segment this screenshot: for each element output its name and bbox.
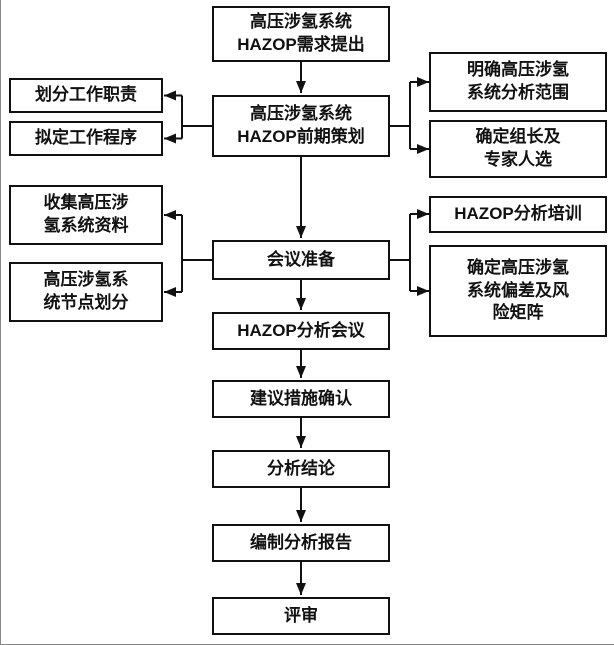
flow-node-measures-confirm: 建议措施确认 bbox=[212, 380, 390, 418]
flow-node-collect-data: 收集高压涉 氢系统资料 bbox=[9, 185, 163, 245]
flow-node-leader-experts: 确定组长及 专家人选 bbox=[429, 120, 607, 178]
flow-node-review: 评审 bbox=[212, 597, 390, 635]
flow-node-analysis-scope: 明确高压涉氢 系统分析范围 bbox=[429, 52, 607, 112]
flow-node-conclusion: 分析结论 bbox=[212, 450, 390, 488]
flow-node-hazop-meeting: HAZOP分析会议 bbox=[212, 312, 390, 350]
flow-node-node-division: 高压涉氢系 统节点划分 bbox=[9, 262, 163, 322]
flow-node-meeting-prep: 会议准备 bbox=[212, 240, 390, 280]
flow-node-requirement: 高压涉氢系统 HAZOP需求提出 bbox=[212, 6, 390, 62]
flow-node-pre-planning: 高压涉氢系统 HAZOP前期策划 bbox=[212, 95, 390, 157]
flow-node-deviation-matrix: 确定高压涉氢 系统偏差及风 险矩阵 bbox=[429, 245, 607, 337]
flow-node-hazop-training: HAZOP分析培训 bbox=[429, 196, 607, 233]
flow-node-report: 编制分析报告 bbox=[212, 524, 390, 562]
flow-node-work-duty: 划分工作职责 bbox=[9, 78, 163, 113]
flow-node-work-procedure: 拟定工作程序 bbox=[9, 121, 163, 156]
